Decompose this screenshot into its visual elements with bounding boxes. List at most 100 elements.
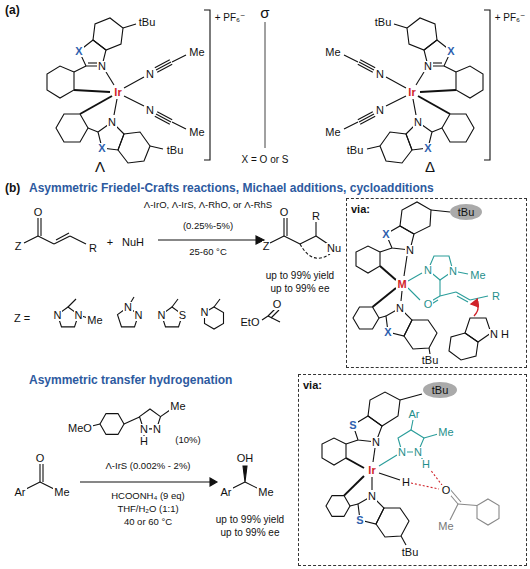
atom-label: Me <box>469 270 486 281</box>
box-heading: via: <box>299 376 326 394</box>
atom-label: Ar <box>220 487 233 498</box>
section-heading: Asymmetric Friedel-Crafts reactions, Mic… <box>28 182 435 194</box>
condition-text: (10%) <box>174 435 201 445</box>
intermediate-two <box>322 382 499 545</box>
dashed-box: via: <box>298 374 527 566</box>
atom-label: N <box>405 245 415 256</box>
panel-letter: (b) <box>4 182 21 194</box>
brackets-mirror <box>204 10 490 160</box>
atom-label: X <box>97 143 106 154</box>
atom-label: Ar <box>14 487 27 498</box>
condition-text: X = O or S <box>241 155 290 165</box>
atom-label: + <box>106 237 114 248</box>
atom-label: N <box>200 307 210 318</box>
atom-label: H <box>401 477 411 488</box>
atom-label: N <box>123 302 133 313</box>
atom-label: X <box>383 327 392 338</box>
atom-label: tBu <box>421 355 440 366</box>
atom-label: N <box>423 61 433 72</box>
atom-label: H <box>421 459 431 470</box>
atom-label: N <box>145 105 155 116</box>
section-heading: Asymmetric transfer hydrogenation <box>28 374 233 386</box>
atom-label: N <box>152 424 162 435</box>
atom-label: Me <box>324 127 341 138</box>
atom-label: O <box>35 453 46 464</box>
atom-label: Ir <box>113 87 122 98</box>
atom-label: EtO <box>240 317 261 328</box>
atom-label: N <box>397 447 407 458</box>
intermediate-one <box>353 202 491 360</box>
condition-text: + PF₆⁻ <box>214 13 247 23</box>
atom-label: S <box>355 515 364 526</box>
atom-label: tBu <box>138 17 157 28</box>
atom-label: N <box>448 266 458 277</box>
atom-label: N <box>367 491 377 502</box>
condition-text: up to 99% ee <box>220 528 281 538</box>
atom-label: Me <box>188 47 205 58</box>
stereo-symbol: Λ <box>94 159 106 174</box>
condition-text: Λ-IrO, Λ-IrS, Λ-RhO, or Λ-RhS <box>143 200 273 210</box>
atom-label: N <box>145 69 155 80</box>
condition-text: + PF₆⁻ <box>494 13 527 23</box>
atom-label: N <box>371 437 381 448</box>
condition-text: Λ-IrS (0.002% - 2%) <box>104 461 191 471</box>
atom-label: N <box>107 117 117 128</box>
atom-label: N <box>74 310 84 321</box>
atom-label: N <box>53 310 63 321</box>
atom-label: tBu <box>457 207 476 218</box>
atom-label: Me <box>169 401 186 412</box>
atom-label: O <box>423 299 434 310</box>
atom-label: Z = <box>13 313 31 324</box>
atom-label: R <box>491 291 501 302</box>
scheme-two <box>26 409 259 489</box>
atom-label: R <box>88 243 98 254</box>
atom-label: Me <box>86 315 103 326</box>
atom-label: N <box>413 447 423 458</box>
condition-text: 25-60 °C <box>188 247 228 257</box>
atom-label: N <box>139 424 149 435</box>
atom-label: Ir <box>367 465 376 476</box>
atom-label: Me <box>437 521 454 532</box>
atom-label: Me <box>324 47 341 58</box>
atom-label: X <box>381 229 390 240</box>
atom-label: Me <box>437 427 454 438</box>
atom-label: N <box>395 303 405 314</box>
atom-label: N <box>423 265 433 276</box>
atom-label: tBu <box>374 17 393 28</box>
atom-label: OH <box>236 453 255 464</box>
atom-label: Me <box>188 127 205 138</box>
atom-label: X <box>74 46 83 57</box>
atom-label: NuH <box>121 237 145 248</box>
atom-label: O <box>279 207 290 218</box>
atom-label: N <box>157 310 167 321</box>
atom-label: H <box>139 436 149 447</box>
atom-label: O <box>441 485 452 496</box>
atom-label: H <box>500 329 510 340</box>
atom-label: Z <box>14 241 23 252</box>
atom-label: Ar <box>408 409 421 420</box>
atom-label: N <box>134 310 144 321</box>
atom-label: N <box>413 117 423 128</box>
atom-label: Z <box>262 241 271 252</box>
stereo-symbol: σ <box>259 5 270 20</box>
atom-label: X <box>423 143 432 154</box>
atom-label: O <box>33 207 44 218</box>
condition-text: (0.25%-5%) <box>182 221 234 231</box>
atom-label: tBu <box>401 547 420 558</box>
condition-text: 40 or 60 °C <box>123 517 173 527</box>
atom-label: N <box>375 105 385 116</box>
atom-label: X <box>446 46 455 57</box>
atom-label: Me <box>53 487 70 498</box>
dashed-box: via: <box>346 198 527 368</box>
atom-label: R <box>311 211 321 222</box>
atom-label: MeO <box>67 423 93 434</box>
atom-label: M <box>396 279 407 290</box>
complex-lambda <box>47 18 186 163</box>
condition-text: HCOONH₄ (9 eq) <box>110 491 186 501</box>
atom-label: S <box>348 420 357 431</box>
atom-label: S <box>178 310 187 321</box>
stereo-symbol: Δ <box>424 159 436 174</box>
atom-label: tBu <box>166 145 185 156</box>
atom-label: Nu <box>326 243 342 254</box>
atom-label: N <box>489 329 499 340</box>
